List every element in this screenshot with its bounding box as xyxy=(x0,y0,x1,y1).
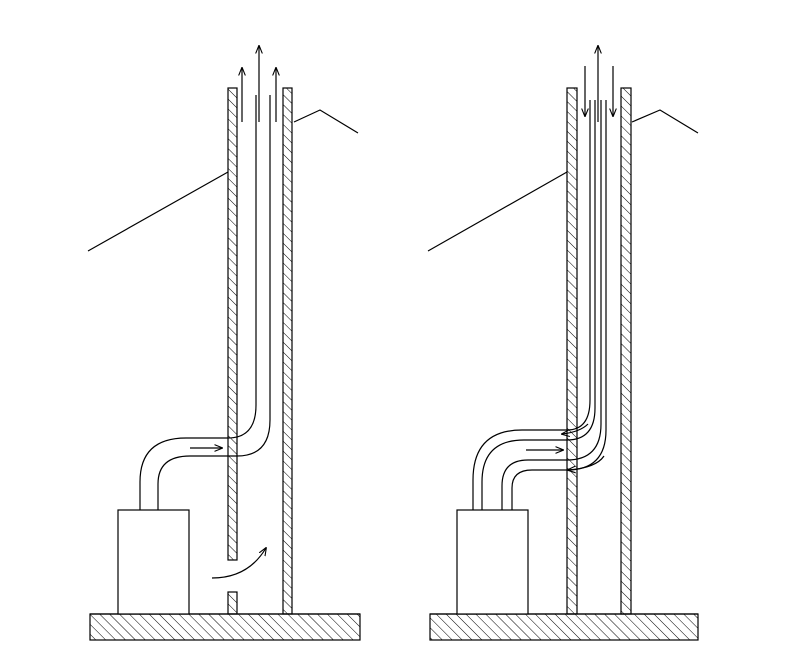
boiler-box xyxy=(117,509,190,615)
roof-line-right xyxy=(293,109,359,134)
right-panel xyxy=(427,46,699,641)
roof-line-left xyxy=(87,171,229,252)
ground-slab xyxy=(89,613,361,641)
chimney-outer-wall xyxy=(282,87,293,615)
flue-pipe-outer-line xyxy=(139,95,257,510)
air-intake-arrow-lower xyxy=(568,455,605,470)
ground-slab xyxy=(429,613,699,641)
roof-line-left xyxy=(427,171,568,252)
left-panel xyxy=(87,46,361,641)
concentric-inner-wall-a xyxy=(481,100,596,510)
roof-line-right xyxy=(631,109,699,134)
concentric-inner-wall-b xyxy=(501,100,602,510)
boiler-box xyxy=(456,509,529,615)
air-intake-arrow xyxy=(211,548,266,579)
flue-pipe-inner-line xyxy=(157,95,271,510)
concentric-outer-wall-b xyxy=(511,100,607,510)
concentric-outer-wall-a xyxy=(472,100,591,510)
chimney-inner-wall xyxy=(566,87,578,615)
air-intake-arrow-upper xyxy=(562,423,589,434)
chimney-outer-wall xyxy=(620,87,632,615)
chimney-inner-wall-upper xyxy=(227,87,238,561)
chimney-inner-wall-lower xyxy=(227,591,238,615)
